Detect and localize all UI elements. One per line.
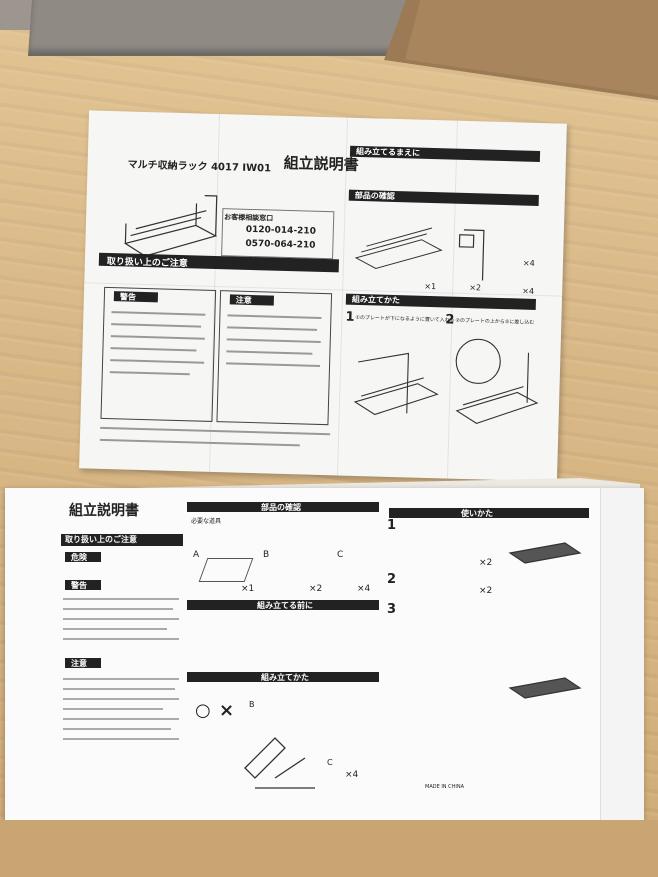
assembly-c-label: C (327, 758, 333, 767)
step-1-illustration (353, 352, 439, 416)
assembly-heading: 組み立てかた (351, 294, 401, 306)
tools-label: 必要な道具 (191, 518, 222, 525)
text-line (63, 718, 179, 720)
text-line (63, 688, 175, 690)
usage-illustration-3 (508, 677, 582, 699)
contact-box (221, 208, 335, 260)
text-line (63, 598, 179, 600)
text-line (63, 678, 179, 680)
part-c-label: C (337, 550, 344, 560)
box-title: 組立説明書 (69, 503, 139, 519)
box-before-bar (187, 600, 379, 610)
text-line (99, 438, 300, 447)
box-warning-label: 警告 (71, 581, 87, 590)
before-heading: 組み立てるまえに (355, 146, 421, 158)
part-a-label: A (193, 550, 200, 560)
text-line (63, 608, 173, 610)
box-care-bar (61, 534, 183, 546)
rack-part-illustration (354, 227, 443, 269)
rack-illustration (123, 195, 218, 257)
text-line (63, 738, 179, 740)
box-count-x1: ×1 (241, 584, 255, 594)
danger-label: 危険 (71, 553, 87, 562)
ng-mark: × (219, 700, 235, 721)
usage-step-2: 2 (387, 572, 397, 587)
text-line (63, 698, 179, 700)
danger-label-bg (65, 552, 101, 562)
ok-mark: ○ (195, 700, 211, 721)
made-in-label: MADE IN CHINA (425, 784, 465, 790)
step-2-illustration (455, 338, 539, 424)
usage-step-1: 1 (387, 518, 397, 533)
box-parts-heading: 部品の確認 (261, 503, 301, 512)
caution-box (216, 290, 333, 426)
box-side-flap (600, 488, 644, 823)
text-line (63, 638, 179, 640)
warning-box (100, 286, 217, 422)
step-1-number: 1 (345, 309, 355, 325)
warning-label-bg (65, 580, 101, 590)
part-count-1: ×1 (424, 281, 437, 292)
box-care-heading: 取り扱い上のご注意 (65, 535, 137, 544)
text-line (100, 426, 331, 436)
box-count-x4: ×4 (357, 584, 371, 594)
box-caution-label: 注意 (71, 659, 87, 668)
text-line (63, 708, 163, 710)
carpet (28, 0, 412, 56)
caution-label: 注意 (235, 295, 252, 306)
assembly-illustration (244, 737, 315, 789)
part-count-2: ×2 (469, 283, 482, 293)
box-count-x2: ×2 (309, 584, 323, 594)
box-before-heading: 組み立てる前に (257, 601, 313, 610)
care-heading: 取り扱い上のご注意 (106, 256, 188, 270)
box-usage-bar (389, 508, 589, 518)
usage-count-x2b: ×2 (479, 586, 493, 596)
usage-count-x2a: ×2 (479, 558, 493, 568)
step-2-text: ②のプレートの上から⑤に差し込む (455, 317, 535, 326)
parts-heading: 部品の確認 (354, 190, 395, 201)
assembly-b-label: B (249, 700, 255, 709)
sheet-title: 組立説明書 (283, 153, 359, 174)
box-parts-bar (187, 502, 379, 512)
box-usage-heading: 使いかた (461, 509, 493, 518)
usage-step-3: 3 (387, 602, 397, 617)
part-count-3: ×4 (522, 258, 535, 268)
instruction-sheet: マルチ収納ラック 4017 IW01 組立説明書 お客様相談窓口 0120-01… (79, 110, 567, 482)
box-assembly-bar (187, 672, 379, 682)
part-b-label: B (263, 550, 270, 560)
warning-label: 警告 (119, 292, 137, 302)
product-box: 組立説明書 取り扱い上のご注意 危険 警告 注意 部品の確認 必要な道具 A ×… (5, 488, 643, 823)
floor-bottom (0, 820, 658, 877)
product-name: マルチ収納ラック 4017 IW01 (127, 159, 272, 175)
usage-illustration-1 (508, 542, 582, 564)
text-line (63, 628, 167, 630)
assembly-count-x4: ×4 (345, 770, 359, 780)
part-count-4: ×4 (522, 286, 535, 296)
box-assembly-heading: 組み立てかた (261, 673, 309, 682)
step-2-number: 2 (445, 312, 455, 328)
text-line (63, 728, 171, 730)
text-line (63, 618, 179, 620)
step-1-text: ①のプレートが下になるように置いて入れる (355, 314, 455, 324)
bracket-part-illustration (458, 229, 485, 281)
caution-label-bg (65, 658, 101, 668)
part-a-plate (198, 558, 254, 582)
